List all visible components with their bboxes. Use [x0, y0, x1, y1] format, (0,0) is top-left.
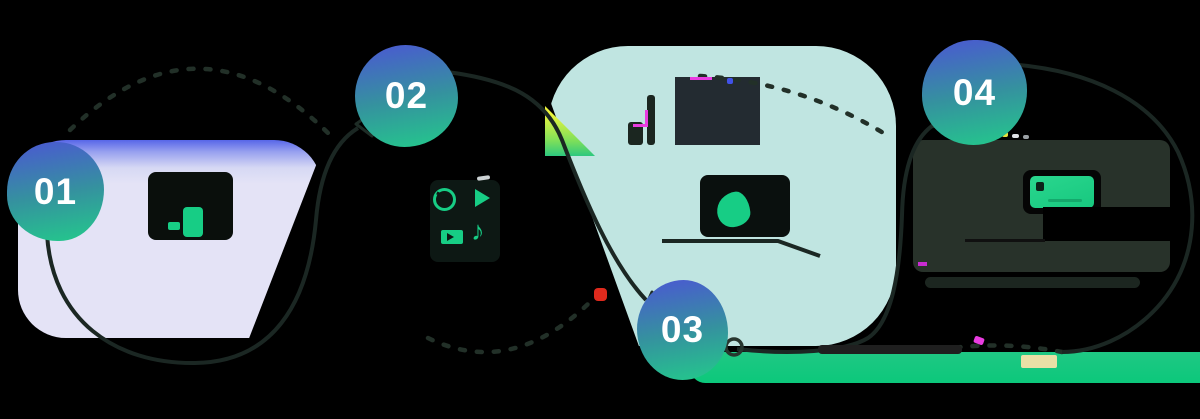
- step-number: 02: [384, 75, 429, 116]
- globe-icon: [433, 188, 456, 211]
- magenta-accent-pixel: [918, 262, 927, 266]
- bar-chart-bar: [628, 122, 643, 145]
- step-circle-04: 04: [922, 40, 1027, 145]
- banner-card-glyph: [1036, 182, 1044, 191]
- step-number: 01: [33, 170, 78, 212]
- mockup-dark-rect: [1043, 207, 1183, 241]
- dashed-arc-section2: [425, 301, 591, 355]
- step-number: 04: [952, 71, 997, 113]
- connector-ring-03: [724, 337, 744, 357]
- step-circle-03: 03: [637, 280, 728, 380]
- section4-sub-strip: [925, 277, 1140, 288]
- yellow-highlight-rect: [1021, 355, 1057, 368]
- blue-accent-dot: [727, 78, 733, 84]
- step-circle-01: 01: [7, 142, 104, 241]
- step-circle-02: 02: [355, 45, 458, 147]
- flow-curve-03-04: [736, 124, 934, 354]
- mockup-thin-line: [965, 239, 1045, 242]
- chat-underline: [662, 239, 821, 258]
- dashed-arc-section3: [697, 73, 888, 137]
- flow-curve-02-03: [446, 70, 648, 302]
- bottom-green-band: [690, 352, 1200, 383]
- banner-card-icon: [1030, 176, 1094, 208]
- music-note-icon: ♪: [471, 216, 485, 246]
- dashed-arc-section1: [67, 66, 333, 138]
- red-notification-dot: [594, 288, 607, 301]
- sparkle-icon: [1012, 134, 1019, 138]
- sparkle-icon: [1023, 135, 1029, 139]
- banner-card-line: [1048, 199, 1082, 202]
- play-icon: [475, 189, 490, 207]
- magenta-accent-line: [645, 110, 648, 127]
- flow-curve-01-02: [45, 126, 360, 366]
- phone-dash-icon: [168, 222, 180, 230]
- flow-curve-04-loop: [1007, 62, 1195, 354]
- phone-icon: [183, 207, 203, 237]
- magenta-accent-line: [690, 77, 712, 80]
- band-shadow-strip: [818, 345, 962, 354]
- bar-chart-bar: [647, 95, 655, 145]
- step-number: 03: [660, 309, 705, 350]
- video-play-icon: [447, 233, 454, 241]
- bar-chart-block: [675, 77, 760, 145]
- magenta-accent-line: [633, 124, 647, 127]
